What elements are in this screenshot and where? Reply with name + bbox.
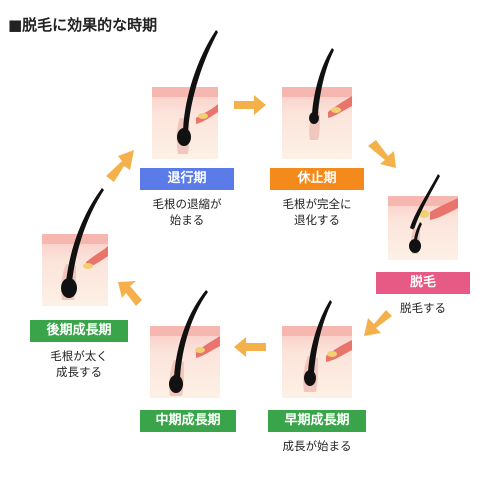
desc-line: 始まる	[169, 213, 205, 227]
stage-desc-kyushi: 毛根が完全に 退化する	[267, 196, 367, 228]
desc-line: 成長する	[56, 365, 102, 379]
skin-illustration-kouki	[42, 188, 108, 306]
stage-label-taikou: 退行期	[140, 168, 234, 190]
desc-line: 退化する	[294, 213, 340, 227]
cycle-arrows	[106, 95, 396, 357]
arrow-down-right-icon	[368, 140, 396, 168]
stage-label-chuki: 中期成長期	[140, 410, 236, 432]
skin-illustration-taikou	[152, 30, 218, 159]
desc-line: 成長が始まる	[282, 439, 352, 453]
arrow-down-left-icon	[364, 310, 392, 336]
arrow-up-right-icon	[106, 150, 134, 182]
desc-line: 毛根の退縮が	[152, 197, 222, 211]
stage-label-datsumo: 脱毛	[376, 272, 470, 294]
skin-illustration-kyushi	[282, 48, 352, 159]
arrow-left-icon	[234, 337, 266, 357]
skin-illustration-souki	[282, 300, 352, 398]
stage-desc-datsumo: 脱毛する	[373, 300, 473, 316]
desc-line: 脱毛する	[400, 301, 446, 315]
skin-illustration-datsumo	[388, 174, 458, 260]
desc-line: 毛根が完全に	[282, 197, 352, 211]
diagram-title: ■脱毛に効果的な時期	[8, 16, 158, 34]
stage-label-souki: 早期成長期	[268, 410, 366, 432]
arrow-up-left-icon	[118, 281, 142, 306]
stage-desc-taikou: 毛根の退縮が 始まる	[137, 196, 237, 228]
desc-line: 毛根が太く	[50, 349, 108, 363]
stage-desc-kouki: 毛根が太く 成長する	[29, 348, 129, 380]
arrow-right-icon	[234, 95, 266, 115]
stage-label-kouki: 後期成長期	[30, 320, 128, 342]
skin-illustration-chuki	[150, 290, 220, 398]
stage-desc-souki: 成長が始まる	[262, 438, 372, 454]
stage-label-kyushi: 休止期	[270, 168, 364, 190]
